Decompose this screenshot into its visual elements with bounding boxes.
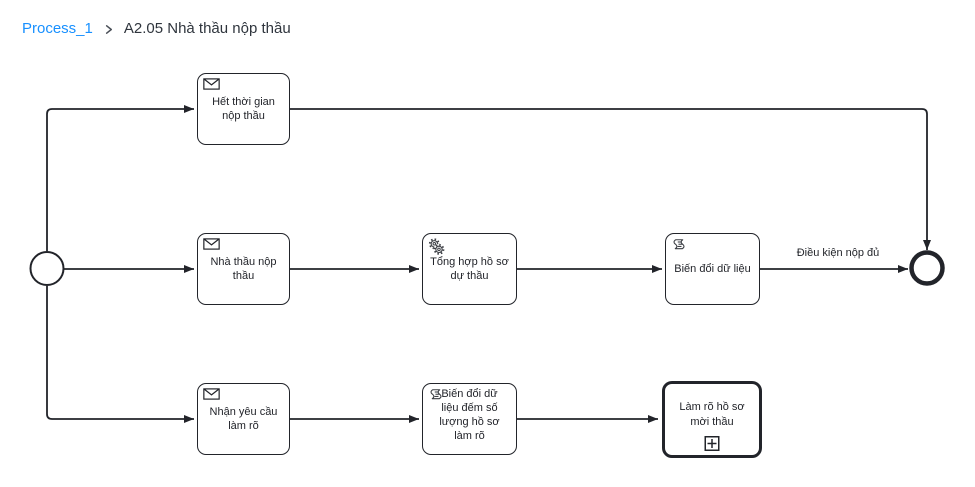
script-icon bbox=[428, 388, 444, 404]
task-label: Biến đổi dữ liệu bbox=[674, 262, 751, 275]
task-label: Làm rõ hồ sơ mời thầu bbox=[679, 401, 745, 428]
start-event[interactable] bbox=[29, 251, 65, 286]
message-icon bbox=[203, 388, 220, 400]
task-label: Nhà thầu nộp thầu bbox=[210, 255, 277, 282]
flow-het-thoi-gian-to-end[interactable] bbox=[290, 108, 931, 250]
breadcrumb-current-item: A2.05 Nhà thầu nộp thầu bbox=[123, 20, 291, 37]
message-icon bbox=[203, 78, 220, 90]
task-nhan-yeu-cau-lam-ro[interactable]: Nhận yêu cầu làm rõ bbox=[197, 383, 290, 455]
task-bien-doi-du-lieu[interactable]: Biến đổi dữ liệu bbox=[665, 233, 760, 305]
service-gears-icon bbox=[428, 238, 446, 256]
task-tong-hop-ho-so-du-thau[interactable]: Tổng hợp hồ sơ dự thầu bbox=[422, 233, 517, 305]
subprocess-lam-ro-ho-so-moi-thau[interactable]: Làm rõ hồ sơ mời thầu bbox=[662, 381, 762, 458]
chevron-right-icon bbox=[102, 23, 115, 36]
task-label: Hết thời gian nộp thầu bbox=[212, 95, 275, 122]
task-nha-thau-nop-thau[interactable]: Nhà thầu nộp thầu bbox=[197, 233, 290, 305]
flow-condition-label[interactable]: Điều kiện nộp đủ bbox=[796, 247, 880, 259]
flow-start-to-nhan-yeu-cau[interactable] bbox=[46, 286, 194, 423]
flow-start-to-het-thoi-gian[interactable] bbox=[46, 105, 194, 251]
subprocess-plus-marker[interactable] bbox=[704, 436, 720, 451]
message-icon bbox=[203, 238, 220, 250]
task-bien-doi-du-lieu-dem-so-luong[interactable]: Biến đổi dữ liệu đếm số lượng hồ sơ làm … bbox=[422, 383, 517, 455]
end-event[interactable] bbox=[909, 250, 945, 286]
task-label: Nhận yêu cầu làm rõ bbox=[209, 405, 278, 432]
breadcrumb-process-link[interactable]: Process_1 bbox=[22, 20, 93, 37]
task-label: Tổng hợp hồ sơ dự thầu bbox=[430, 255, 509, 282]
task-label: Biến đổi dữ liệu đếm số lượng hồ sơ làm … bbox=[439, 388, 500, 443]
task-het-thoi-gian-nop-thau[interactable]: Hết thời gian nộp thầu bbox=[197, 73, 290, 145]
breadcrumb: Process_1 A2.05 Nhà thầu nộp thầu bbox=[22, 20, 291, 38]
script-icon bbox=[671, 238, 687, 254]
